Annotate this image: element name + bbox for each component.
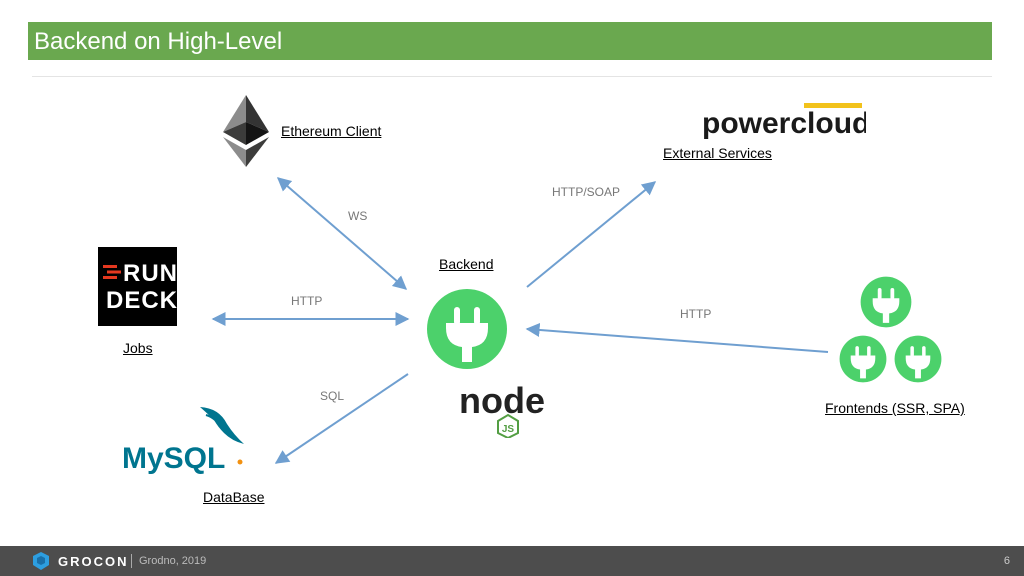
http-soap-edge-label: HTTP/SOAP [552,185,621,199]
rundeck-arrow-icon [103,265,121,279]
http-frontends-edge-label: HTTP [680,307,712,321]
frontend-plug-icon [839,335,887,383]
ws-edge-label: WS [348,209,368,223]
page-number: 6 [1003,555,1010,567]
ethereum-client-label: Ethereum Client [281,123,382,139]
sql-edge-label: SQL [320,389,345,403]
footer-subtitle: Grodno, 2019 [139,555,207,567]
backend-plug-icon [427,289,507,369]
http-jobs-edge-label: HTTP [291,294,323,308]
rundeck-logo: RUN DECK [98,247,177,326]
nodejs-js-badge: JS [502,424,515,435]
frontends-label: Frontends (SSR, SPA) [825,400,965,416]
mysql-logo-text: MySQL [122,442,225,474]
frontends-backend-arrow [525,322,829,353]
external-services-label: External Services [663,145,772,161]
mysql-logo: MySQL [122,407,244,474]
grocon-logo-icon [33,552,49,570]
footer-bar: GROCON Grodno, 2019 6 [0,546,1024,576]
ethereum-logo-icon [223,95,269,167]
dolphin-icon [200,407,244,444]
jobs-label: Jobs [123,340,153,356]
rundeck-logo-run: RUN [123,260,178,287]
backend-external-arrow [526,181,657,288]
slide-title: Backend on High-Level [34,28,283,55]
backend-database-arrow [274,373,409,464]
nodejs-logo-text: node [459,380,545,421]
powercloud-logo-text: powercloud [702,107,866,140]
title-divider [32,76,992,77]
title-bar: Backend on High-Level [28,22,992,60]
nodejs-logo: node JS [459,380,545,438]
powercloud-logo: powercloud [702,103,866,140]
ethereum-backend-arrow [276,177,408,290]
footer-separator [131,554,132,568]
database-label: DataBase [203,489,265,505]
frontend-plug-icon [860,276,912,328]
powercloud-accent-bar [804,103,862,108]
backend-label: Backend [439,256,494,272]
rundeck-logo-deck: DECK [106,287,179,314]
frontend-plug-icon [894,335,942,383]
footer-brand: GROCON [58,554,129,569]
